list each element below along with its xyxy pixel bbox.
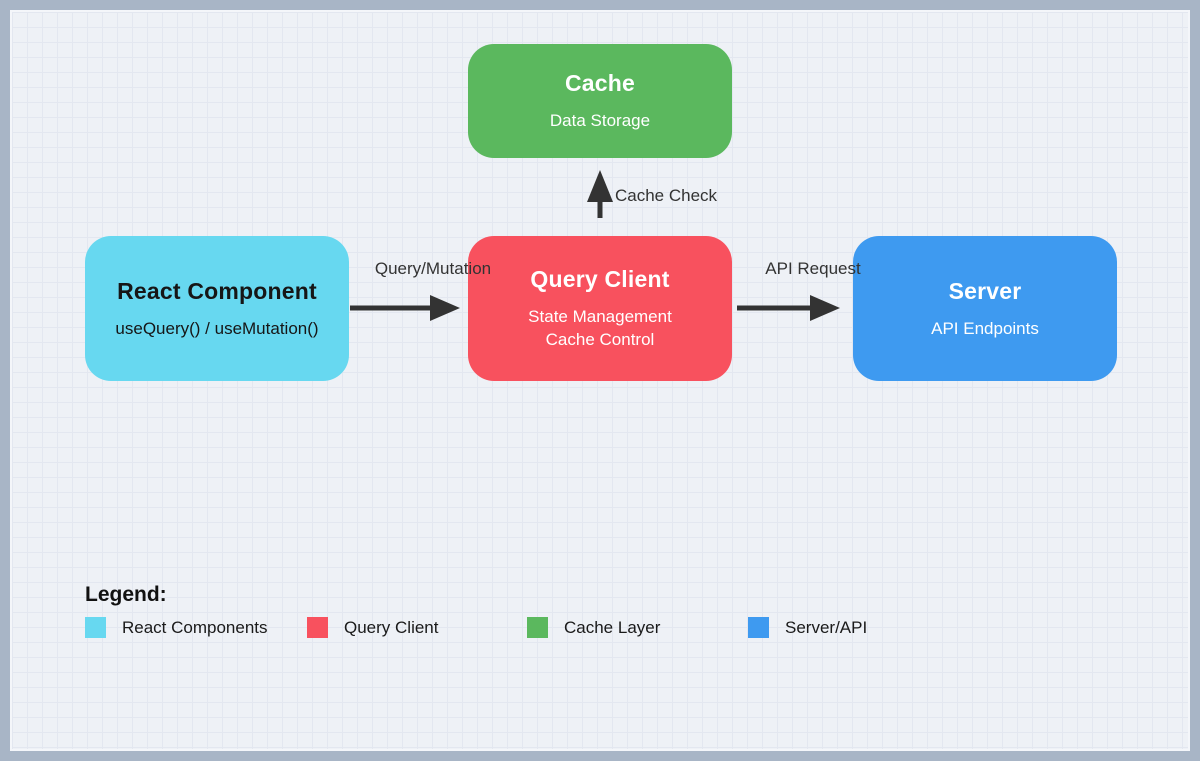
legend-label-query-client: Query Client: [344, 617, 439, 637]
legend-swatch-react-components: [85, 617, 106, 638]
arrow-query-to-cache: [587, 170, 613, 218]
node-query-client-subtitle-line2: Cache Control: [545, 330, 655, 349]
node-cache: Cache Data Storage: [468, 44, 732, 158]
node-query-client-title: Query Client: [530, 266, 670, 292]
diagram-canvas: Cache Data Storage React Component useQu…: [10, 10, 1190, 751]
legend-swatch-server-api: [748, 617, 769, 638]
edge-label-query-mutation: Query/Mutation: [374, 259, 492, 278]
edge-label-api-request: API Request: [765, 259, 861, 278]
legend-label-server-api: Server/API: [785, 617, 868, 637]
legend-item-cache-layer: Cache Layer: [527, 617, 660, 638]
legend-label-cache-layer: Cache Layer: [564, 617, 661, 637]
arrow-query-to-server: [737, 295, 840, 321]
legend-item-query-client: Query Client: [307, 617, 438, 638]
node-query-client-subtitle: State Management Cache Control: [528, 305, 672, 351]
legend-label-react-components: React Components: [122, 617, 268, 637]
node-server-title: Server: [948, 277, 1022, 304]
legend: Legend: React Components Query Client Ca…: [85, 583, 985, 638]
node-cache-subtitle: Data Storage: [549, 111, 651, 130]
node-cache-title: Cache: [564, 70, 636, 96]
node-react-component-title: React Component: [117, 277, 317, 304]
node-react-component: React Component useQuery() / useMutation…: [85, 236, 349, 381]
legend-item-react-components: React Components: [85, 617, 268, 638]
legend-title: Legend:: [85, 583, 167, 606]
node-server-subtitle: API Endpoints: [931, 318, 1039, 338]
node-query-client-subtitle-line1: State Management: [528, 307, 672, 326]
node-react-component-subtitle: useQuery() / useMutation(): [115, 318, 319, 338]
node-query-client: Query Client State Management Cache Cont…: [468, 236, 732, 381]
legend-swatch-cache-layer: [527, 617, 548, 638]
legend-swatch-query-client: [307, 617, 328, 638]
legend-item-server-api: Server/API: [748, 617, 867, 638]
arrow-react-to-query: [350, 295, 460, 321]
edge-label-cache-check: Cache Check: [615, 186, 718, 205]
node-server: Server API Endpoints: [853, 236, 1117, 381]
